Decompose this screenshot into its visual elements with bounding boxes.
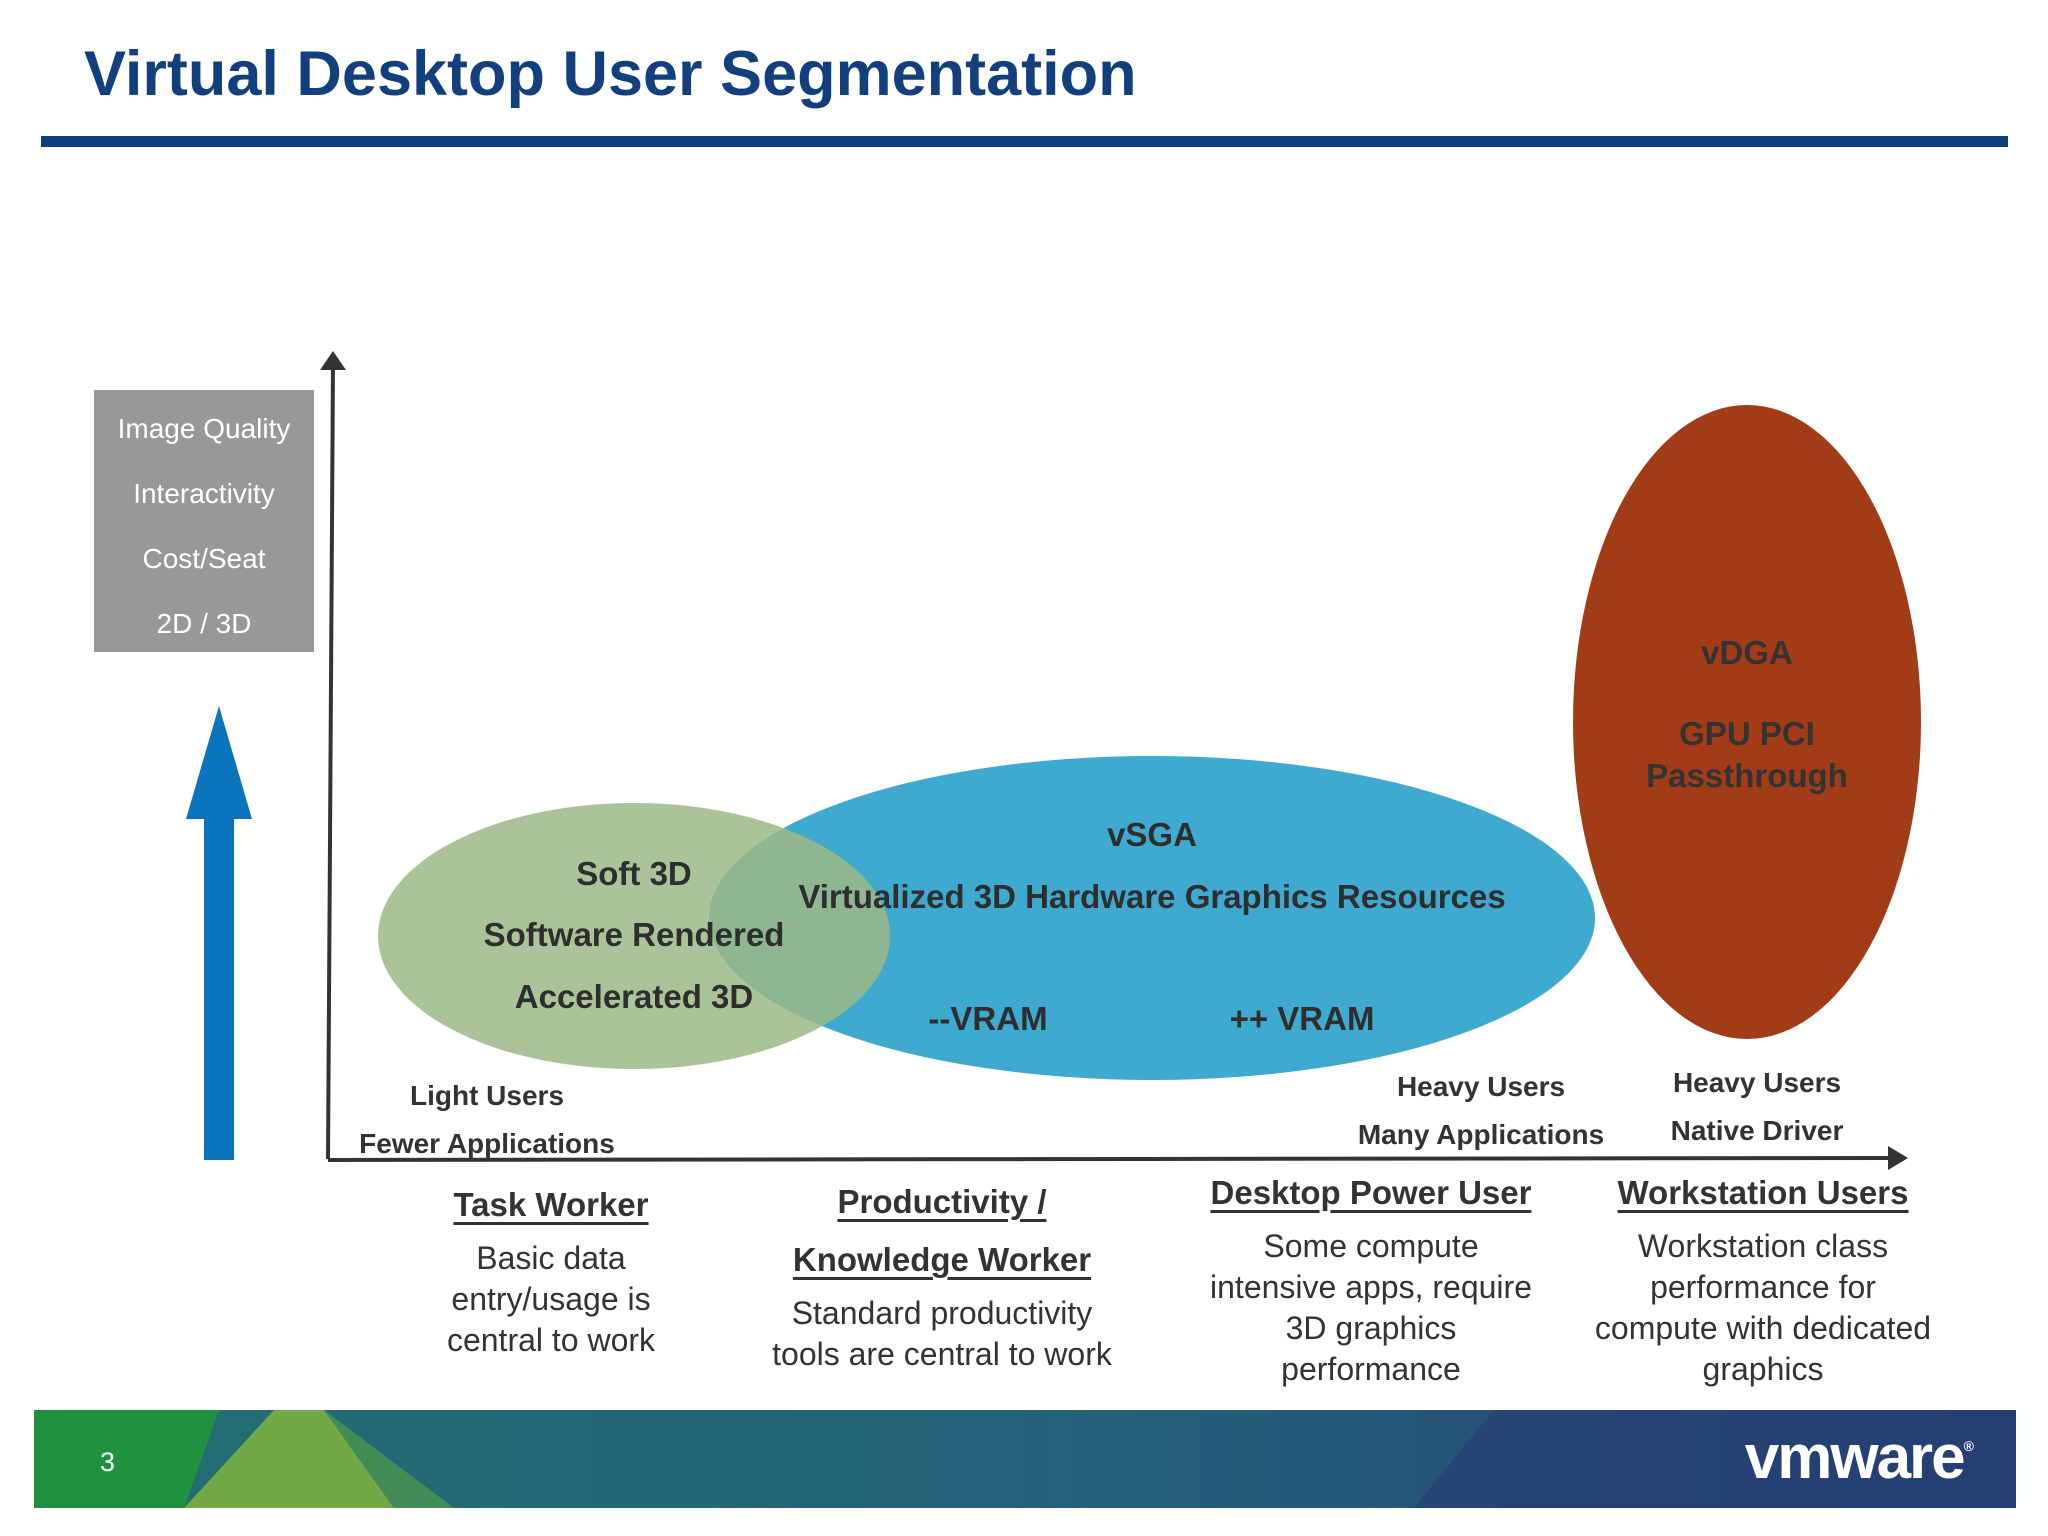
- up-arrow-icon: [186, 706, 252, 1160]
- heavy-users-label-1: Heavy Users: [1397, 1071, 1565, 1102]
- slide-title: Virtual Desktop User Segmentation: [84, 39, 1137, 109]
- y-axis-arrowhead: [320, 351, 346, 370]
- heavy-users-label-2: Heavy Users: [1673, 1067, 1841, 1098]
- legend-item-cost-seat: Cost/Seat: [142, 543, 266, 574]
- vsga-high-vram: ++ VRAM: [1230, 1000, 1375, 1037]
- legend-item-2d-3d: 2D / 3D: [156, 608, 252, 639]
- segment-description: Standard productivity tools are central …: [772, 1295, 1112, 1372]
- legend-item-image-quality: Image Quality: [117, 413, 291, 444]
- segment-description: Some compute intensive apps, require 3D …: [1210, 1228, 1532, 1387]
- soft3d-label-3: Accelerated 3D: [515, 978, 753, 1015]
- vsga-low-vram: --VRAM: [928, 1000, 1047, 1037]
- soft3d-label-1: Soft 3D: [576, 855, 692, 892]
- segment-productivity-worker: Productivity / Knowledge Worker Standard…: [742, 1173, 1142, 1375]
- segment-description: Workstation class performance for comput…: [1594, 1228, 1932, 1387]
- segment-description: Basic data entry/usage is central to wor…: [446, 1240, 656, 1358]
- segment-title: Desktop Power User: [1210, 1174, 1532, 1211]
- segment-title: Productivity /: [837, 1183, 1047, 1220]
- vdga-title: vDGA: [1701, 634, 1793, 671]
- vsga-ellipse: [709, 756, 1595, 1080]
- segment-desktop-power-user: Desktop Power User Some compute intensiv…: [1186, 1164, 1556, 1390]
- segment-task-worker: Task Worker Basic data entry/usage is ce…: [401, 1176, 701, 1361]
- vdga-ellipse: [1573, 405, 1921, 1039]
- vdga-subtitle-1: GPU PCI: [1679, 715, 1815, 752]
- y-axis: [326, 362, 335, 1160]
- segment-title: Task Worker: [453, 1186, 649, 1223]
- vsga-subtitle: Virtualized 3D Hardware Graphics Resourc…: [798, 878, 1505, 915]
- vmware-logo: vmware®: [1744, 1423, 1974, 1492]
- many-applications-label: Many Applications: [1358, 1119, 1604, 1150]
- native-driver-label: Native Driver: [1671, 1115, 1844, 1146]
- soft3d-ellipse: [378, 803, 890, 1069]
- light-users-label: Light Users: [410, 1080, 564, 1111]
- vsga-title: vSGA: [1107, 816, 1197, 853]
- soft3d-label-2: Software Rendered: [484, 916, 785, 953]
- vdga-subtitle-2: Passthrough: [1646, 757, 1848, 794]
- fewer-applications-label: Fewer Applications: [359, 1128, 615, 1159]
- page-number: 3: [100, 1447, 116, 1477]
- title-rule: [41, 136, 2008, 147]
- segment-title-line-2: Knowledge Worker: [792, 1241, 1092, 1278]
- x-axis-arrowhead: [1888, 1146, 1908, 1170]
- segment-workstation-users: Workstation Users Workstation class perf…: [1573, 1164, 1953, 1390]
- footer-band: [34, 1410, 2016, 1508]
- segment-title: Workstation Users: [1617, 1174, 1909, 1211]
- x-axis: [327, 1156, 1889, 1162]
- legend-box: Image Quality Interactivity Cost/Seat 2D…: [94, 390, 314, 652]
- legend-item-interactivity: Interactivity: [133, 478, 275, 509]
